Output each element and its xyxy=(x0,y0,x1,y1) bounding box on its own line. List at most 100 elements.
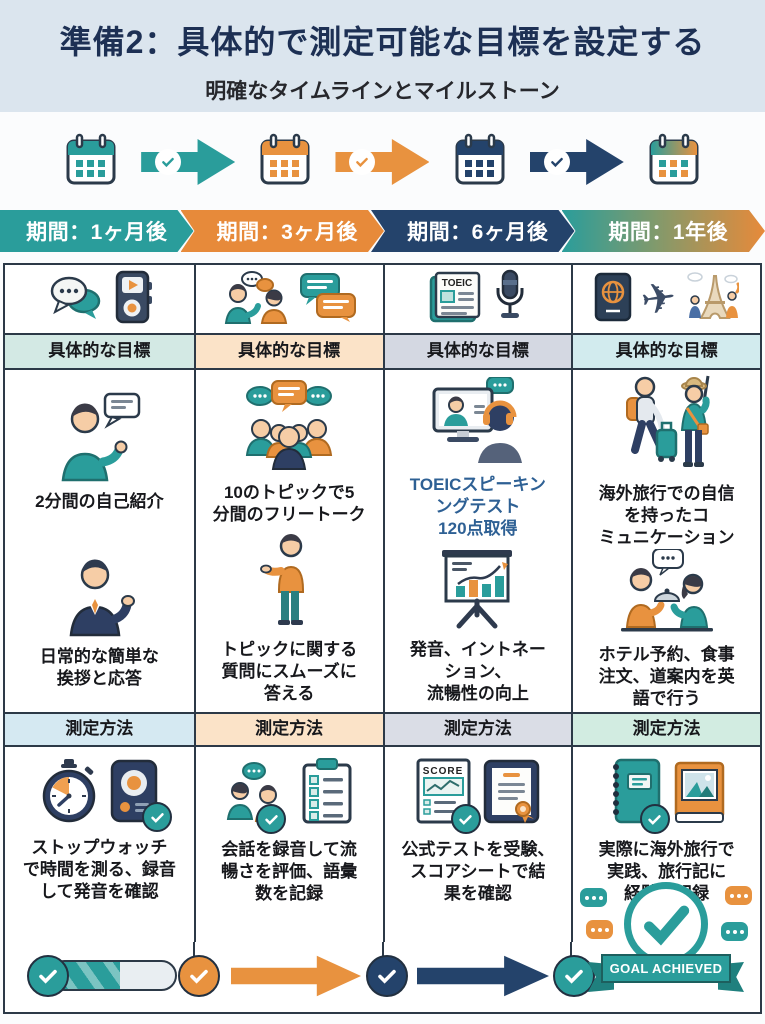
measure-text: 公式テストを受験、 スコアシートで結 果を確認 xyxy=(401,840,555,904)
measure-text: ストップウォッチ で時間を測る、録音 して発音を確認 xyxy=(22,838,176,902)
column4-topic-icons: ✈ xyxy=(573,265,760,335)
navy-check-arrow-icon xyxy=(529,137,624,187)
teal-check-arrow-icon xyxy=(141,137,236,187)
goal-text: 10のトピックで5 分間のフリートーク xyxy=(212,482,366,524)
person-presenting-icon xyxy=(55,392,143,487)
column4-measure-icons xyxy=(606,757,728,834)
goal-item: 海外旅行での自信 を持ったコ ミュニケーション xyxy=(599,374,735,549)
column3-goal-header: 具体的な目標 xyxy=(384,335,572,370)
chat-messages-icon xyxy=(299,272,357,327)
airplane-icon: ✈ xyxy=(637,272,680,325)
column3-measure-header: 測定方法 xyxy=(384,712,572,747)
column3-measure: SCORE xyxy=(385,747,572,942)
calendar-orange-icon xyxy=(256,131,314,194)
conversation-check-icon xyxy=(224,761,290,830)
standing-person-icon xyxy=(257,532,321,635)
page-subtitle: 明確なタイムラインとマイルストーン xyxy=(205,80,560,103)
goal-text: 日常的な簡単な 挨拶と応答 xyxy=(39,646,159,688)
voice-recorder-icon xyxy=(115,270,153,329)
column2-measure-icons xyxy=(224,757,354,834)
goal-achieved-ribbon: GOAL ACHIEVED xyxy=(578,954,754,992)
progress-row: GOAL ACHIEVED xyxy=(5,882,760,1012)
period-banner-3months: 期間：3ヶ月後 xyxy=(181,210,385,252)
check-badge-icon xyxy=(450,804,481,834)
column2-measure: 会話を録音して流 暢さを評価、語彙 数を記録 xyxy=(196,747,383,942)
column3-goals: TOEICスピーキン ングテスト 120点取得 xyxy=(385,370,572,712)
column1-measure: ストップウォッチ で時間を測る、録音 して発音を確認 xyxy=(5,747,194,942)
period-banner-1year: 期間：1年後 xyxy=(562,210,765,252)
people-talking-icon xyxy=(222,270,290,329)
page-title: 準備2：具体的で測定可能な目標を設定する xyxy=(59,24,706,60)
header: 準備2：具体的で測定可能な目標を設定する 明確なタイムラインとマイルストーン xyxy=(0,0,765,112)
orange-check-icon xyxy=(178,955,220,997)
period-banner-6months: 期間：6ヶ月後 xyxy=(371,210,575,252)
goal-text: ホテル予約、食事 注文、道案内を英 語で行う xyxy=(598,645,735,709)
goal-text: トピックに関する 質問にスムーズに 答える xyxy=(221,639,358,704)
goal-text-highlight: TOEICスピーキン ングテスト 120点取得 xyxy=(409,474,546,539)
microphone-icon xyxy=(492,269,528,330)
column3-topic-icons: TOEIC xyxy=(384,265,572,335)
column-divider-stub xyxy=(570,942,573,957)
navy-check-icon xyxy=(366,955,408,997)
goals-table: 具体的な目標 xyxy=(3,263,762,1014)
checklist-icon xyxy=(300,757,354,830)
goal-achieved-label: GOAL ACHIEVED xyxy=(600,954,732,983)
speech-bubble-icon xyxy=(721,922,748,941)
measure-text: 会話を録音して流 暢さを評価、語彙 数を記録 xyxy=(221,840,358,904)
period-banner-1month: 期間：1ヶ月後 xyxy=(0,210,194,252)
goal-item: 発音、イントネー ション、 流暢性の向上 xyxy=(410,546,546,705)
certificate-icon xyxy=(483,757,541,830)
speech-bubble-icon xyxy=(580,888,607,907)
stopwatch-icon xyxy=(38,757,100,828)
check-badge-icon xyxy=(142,802,173,832)
column4-measure: 実際に海外旅行で 実践、旅行記に 経験を記録 xyxy=(573,747,760,942)
column2-goal-header: 具体的な目標 xyxy=(195,335,383,370)
period-banner-row: 期間：1ヶ月後 期間：3ヶ月後 期間：6ヶ月後 期間：1年後 xyxy=(0,210,765,252)
goal-text: 発音、イントネー ション、 流暢性の向上 xyxy=(409,639,546,704)
speech-bubble-icon xyxy=(586,920,613,939)
column4-goal-header: 具体的な目標 xyxy=(573,335,760,370)
column2-measure-header: 測定方法 xyxy=(195,712,383,747)
travelers-icon xyxy=(615,374,719,479)
column4-measure-header: 測定方法 xyxy=(573,712,760,747)
online-lesson-icon xyxy=(430,375,526,470)
column4-goals: 海外旅行での自信 を持ったコ ミュニケーション xyxy=(573,370,760,712)
column2-topic-icons xyxy=(195,265,383,335)
check-badge-icon xyxy=(256,804,287,834)
goal-text: 2分間の自己紹介 xyxy=(35,491,164,511)
goal-achieved-badge: GOAL ACHIEVED xyxy=(578,882,754,1014)
calendar-navy-icon xyxy=(451,131,509,194)
goal-item: 10のトピックで5 分間のフリートーク xyxy=(213,377,366,526)
goal-item: トピックに関する 質問にスムーズに 答える xyxy=(221,532,357,705)
orange-check-arrow-icon xyxy=(335,137,430,187)
calendar-teal-icon xyxy=(62,131,120,194)
column-1month: 具体的な目標 xyxy=(5,265,194,942)
column-divider-stub xyxy=(381,942,384,957)
column-6months: TOEIC 具体的な目標 xyxy=(382,265,572,942)
timeline-row xyxy=(0,118,765,206)
toeic-book-icon: TOEIC xyxy=(427,269,483,330)
column-divider-stub xyxy=(192,942,195,957)
column1-goals: 2分間の自己紹介 日常的な簡単な 挨拶 xyxy=(5,370,194,712)
speech-bubble-icon xyxy=(725,886,752,905)
orange-arrow-icon xyxy=(231,955,361,997)
column2-goals: 10のトピックで5 分間のフリートーク xyxy=(196,370,383,712)
svg-text:TOEIC: TOEIC xyxy=(442,278,472,289)
calendar-gradient-icon xyxy=(645,131,703,194)
landmark-travelers-icon xyxy=(685,270,741,329)
column1-measure-header: 測定方法 xyxy=(5,712,194,747)
goal-item: 2分間の自己紹介 xyxy=(35,392,164,513)
group-discussion-icon xyxy=(241,377,337,478)
navy-arrow-icon xyxy=(417,955,549,997)
goal-item: TOEICスピーキン ングテスト 120点取得 xyxy=(409,375,546,540)
photo-album-icon xyxy=(672,761,728,830)
column1-topic-icons xyxy=(5,265,194,335)
teal-check-icon xyxy=(27,955,69,997)
svg-text:SCORE: SCORE xyxy=(423,766,464,777)
column-3months: 具体的な目標 xyxy=(193,265,383,942)
businessman-icon xyxy=(57,549,141,642)
goal-text: 海外旅行での自信 を持ったコ ミュニケーション xyxy=(598,484,735,548)
chart-presentation-icon xyxy=(434,546,522,635)
column1-goal-header: 具体的な目標 xyxy=(5,335,194,370)
